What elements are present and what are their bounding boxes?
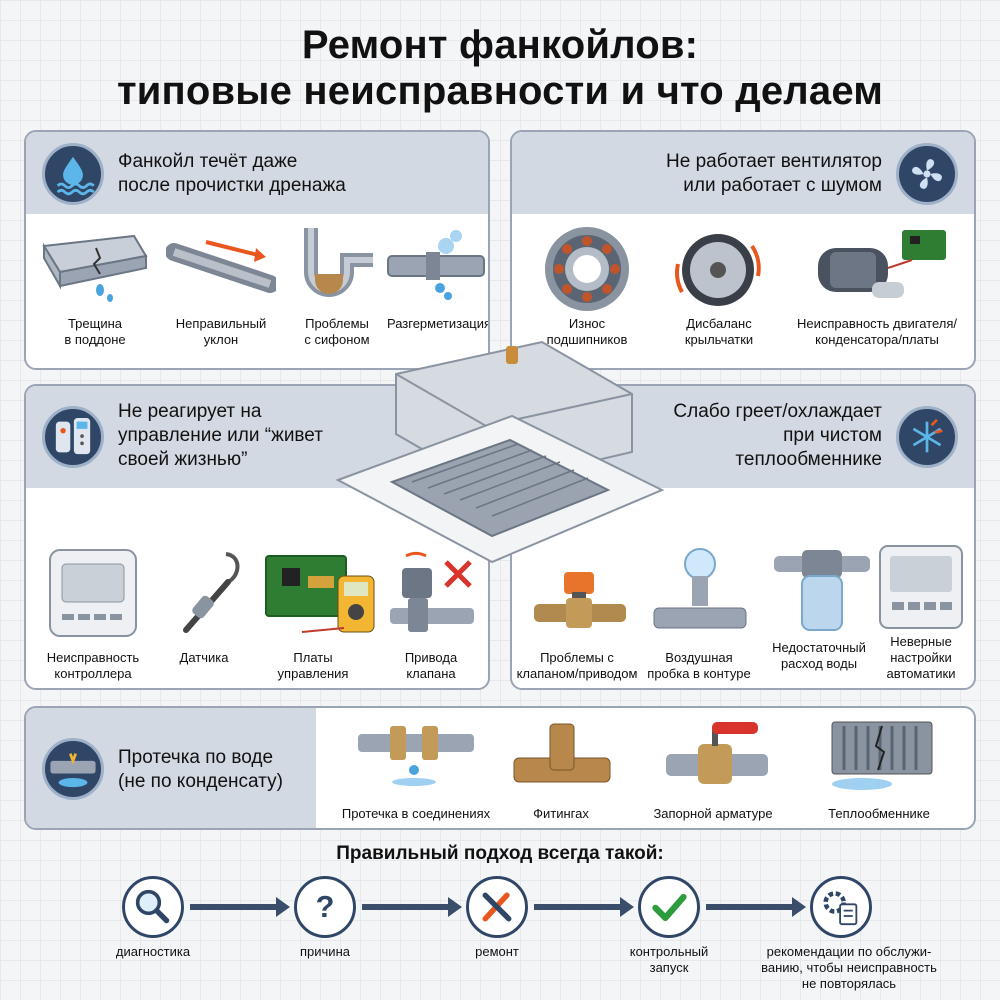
slope-pipe-icon	[166, 232, 276, 302]
item-label: Проблемы с клапаном/приводом	[516, 650, 638, 681]
bearing-icon	[540, 222, 634, 316]
panel-fan: Не работает вентилятор или работает с шу…	[510, 130, 976, 370]
circuit-board-icon	[262, 546, 378, 640]
step-label: ремонт	[475, 944, 519, 959]
ball-valve-icon	[662, 714, 772, 794]
page-title: Ремонт фанкойлов: типовые неисправности …	[0, 22, 1000, 114]
joint-leak-icon	[356, 718, 476, 788]
title-line-2: типовые неисправности и что делаем	[116, 69, 884, 113]
impeller-icon	[670, 222, 770, 316]
panel-water-leak: Протечка по воде (не по конденсату) Прот…	[24, 706, 976, 830]
panel-control: Не реагирует на управление или “живет св…	[24, 384, 490, 690]
thermostat-icon	[878, 544, 964, 630]
item-label: Датчика	[179, 650, 229, 665]
valve-actuator-icon	[386, 546, 482, 640]
valve-icon	[532, 566, 628, 642]
cassette-fancoil-illustration	[332, 340, 668, 570]
item-label: Неправильный уклон	[175, 316, 267, 347]
process-title: Правильный подход всегда такой:	[336, 843, 664, 864]
snowflake-sun-icon	[896, 406, 958, 468]
item-label: Неисправность двигателя/ конденсатора/пл…	[796, 316, 958, 347]
heat-exchanger-icon	[822, 716, 942, 796]
cracked-tray-icon	[38, 224, 150, 304]
air-bubble-icon	[652, 546, 748, 640]
arrow-icon	[534, 897, 634, 917]
arrow-icon	[362, 897, 462, 917]
pipe-leak-icon	[42, 738, 104, 800]
siphon-icon	[291, 224, 381, 310]
step-label: контрольный запуск	[629, 944, 709, 975]
item-label: Дисбаланс крыльчатки	[684, 316, 754, 347]
step-label: диагностика	[115, 944, 191, 959]
fitting-icon	[512, 718, 612, 798]
sensor-icon	[166, 546, 246, 640]
arrow-icon	[190, 897, 290, 917]
panel-heading: Фанкойл течёт даже после прочистки дрена…	[118, 151, 346, 196]
remote-control-icon	[42, 406, 104, 468]
item-label: Разгерметизация	[386, 316, 490, 331]
item-label: Запорной арматуре	[653, 806, 773, 821]
question-icon: ?	[294, 876, 356, 938]
item-label: Фитингах	[533, 806, 589, 821]
item-label: Теплообменнике	[828, 806, 930, 821]
item-label: Привода клапана	[404, 650, 458, 681]
svg-text:?: ?	[316, 889, 335, 924]
leaking-pipe-icon	[386, 228, 486, 304]
item-label: Проблемы с сифоном	[304, 316, 370, 347]
step-label: рекомендации по обслужи- ванию, чтобы не…	[761, 944, 937, 991]
tools-icon	[466, 876, 528, 938]
panel-leak-drain: Фанкойл течёт даже после прочистки дрена…	[24, 130, 490, 370]
checkmark-icon	[638, 876, 700, 938]
panel-heading: Протечка по воде (не по конденсату)	[118, 747, 283, 792]
arrow-icon	[706, 897, 806, 917]
panel-heading: Не работает вентилятор или работает с шу…	[666, 151, 882, 196]
item-label: Протечка в соединениях	[341, 806, 491, 821]
filter-icon	[772, 546, 872, 640]
item-label: Трещина в поддоне	[64, 316, 126, 347]
gear-checklist-icon	[810, 876, 872, 938]
panel-heading: Не реагирует на управление или “живет св…	[118, 401, 323, 470]
title-line-1: Ремонт фанкойлов:	[301, 23, 699, 67]
item-label: Неверные настройки автоматики	[886, 634, 956, 681]
item-label: Неисправность контроллера	[46, 650, 140, 681]
step-label: причина	[300, 944, 350, 959]
fan-icon	[896, 143, 958, 205]
item-label: Платы управления	[277, 650, 349, 681]
water-drop-icon	[42, 143, 104, 205]
motor-icon	[812, 222, 952, 312]
item-label: Износ подшипников	[546, 316, 628, 347]
controller-icon	[48, 548, 138, 640]
item-label: Воздушная пробка в контуре	[647, 650, 751, 681]
panel-heading: Слабо греет/охлаждает при чистом теплооб…	[673, 401, 882, 470]
item-label: Недостаточный расход воды	[772, 640, 866, 671]
magnifier-icon	[122, 876, 184, 938]
